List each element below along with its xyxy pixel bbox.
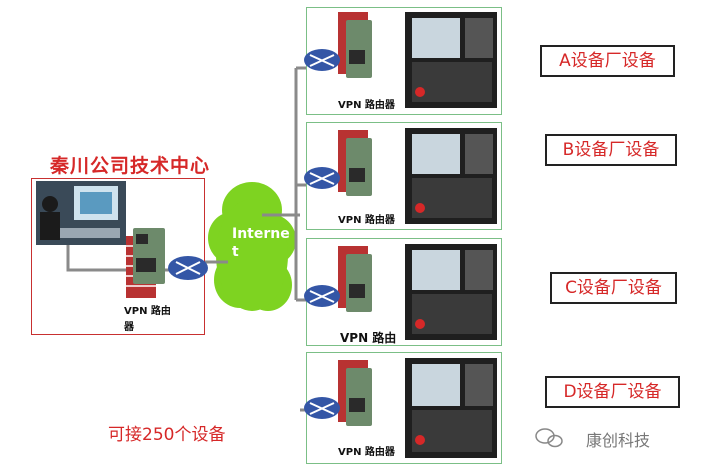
capacity-note: 可接250个设备 [108, 425, 226, 445]
factory-a-router-label: VPN 路由器 [338, 100, 395, 111]
router-device-icon [133, 228, 165, 284]
cnc-controller-icon [405, 12, 497, 108]
internet-cloud [208, 182, 296, 311]
factory-c-router-label: VPN 路由 [340, 331, 397, 345]
hq-box [31, 178, 205, 335]
router-device-icon [346, 368, 372, 426]
cnc-controller-icon [405, 128, 497, 224]
factory-d-label: D设备厂设备 [545, 376, 680, 408]
vpn-router-icon [304, 167, 340, 189]
cnc-controller-icon [405, 244, 497, 340]
vpn-router-icon [304, 397, 340, 419]
cnc-controller-icon [405, 358, 497, 458]
factory-b-label: B设备厂设备 [545, 134, 677, 166]
hq-router-label-1: VPN 路由 [124, 306, 171, 317]
router-device-icon [346, 254, 372, 312]
hq-title: 秦川公司技术中心 [50, 155, 211, 177]
hq-router-label-2: 器 [124, 322, 134, 333]
router-device-icon [346, 20, 372, 78]
factory-c-label: C设备厂设备 [550, 272, 677, 304]
vpn-router-icon [304, 285, 340, 307]
internet-label: Internet [232, 226, 290, 260]
brand-name: 康创科技 [586, 431, 651, 450]
factory-a-label: A设备厂设备 [540, 45, 675, 77]
factory-b-router-label: VPN 路由器 [338, 215, 395, 226]
router-device-icon [346, 138, 372, 196]
vpn-router-icon [168, 256, 208, 280]
vpn-router-icon [304, 49, 340, 71]
factory-d-router-label: VPN 路由器 [338, 447, 395, 458]
